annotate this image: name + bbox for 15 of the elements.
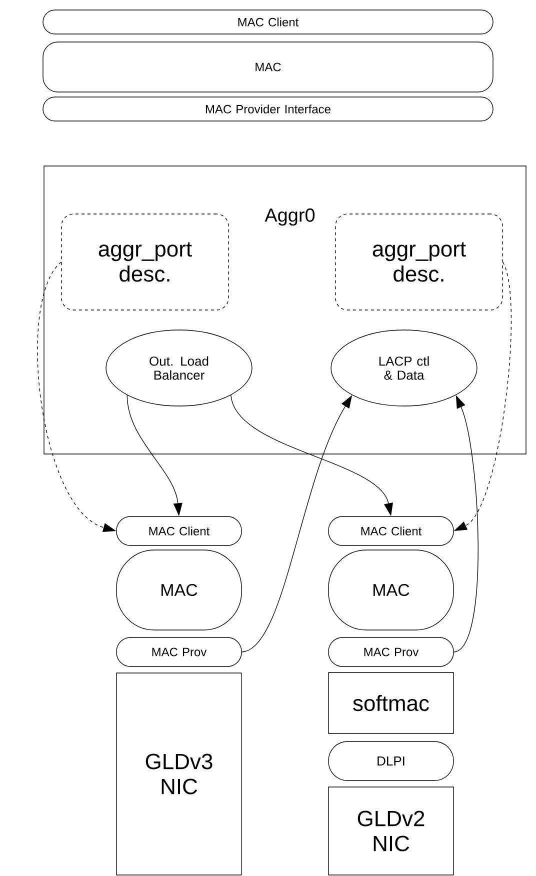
layer-pill: MAC Client	[116, 516, 242, 546]
layer-box: MAC	[42, 42, 494, 92]
layer-pill: MAC Provider Interface	[42, 96, 494, 122]
layer-pill: MAC Prov	[328, 637, 454, 667]
layer-pill: DLPI	[328, 741, 454, 781]
layer-box: MAC	[328, 550, 454, 630]
driver-box: GLDv3 NIC	[116, 672, 242, 876]
layer-box: MAC	[116, 550, 242, 630]
driver-box: softmac	[328, 672, 454, 734]
layer-pill: MAC Prov	[116, 637, 242, 667]
layer-pill: MAC Client	[328, 516, 454, 546]
port-descriptor-box: aggr_port desc.	[335, 214, 503, 310]
layer-pill: MAC Client	[42, 10, 494, 34]
port-descriptor-box: aggr_port desc.	[61, 214, 229, 310]
driver-box: GLDv2 NIC	[328, 786, 454, 876]
